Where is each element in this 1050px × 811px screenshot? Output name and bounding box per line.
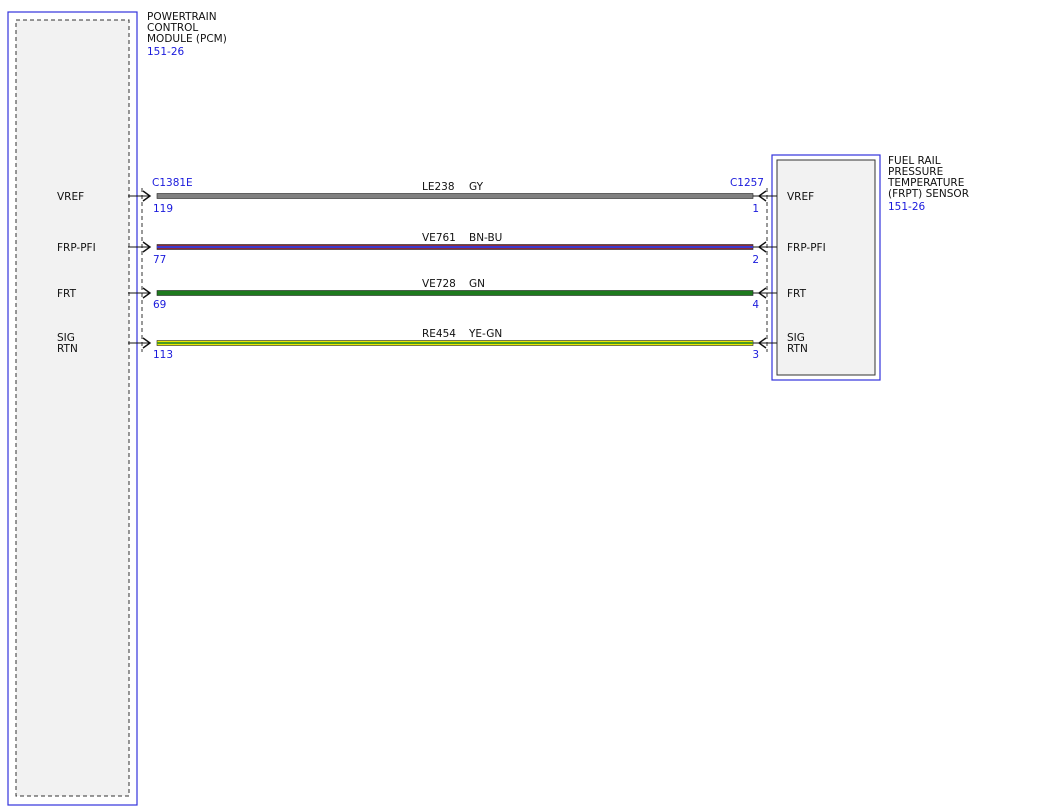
sensor-connector-id[interactable]: C1257 [730, 177, 764, 189]
pcm-pin-label-vref: VREF [57, 191, 84, 203]
pcm-pin-number: 113 [153, 349, 173, 361]
sensor-pin-label-frt: FRT [787, 288, 807, 300]
wire-color-code: GN [469, 278, 485, 290]
pcm-terminal-arrow-icon [142, 241, 152, 253]
pcm-terminal-arrow-icon [142, 287, 152, 299]
pcm-pin-label-rtn: RTN [57, 343, 78, 355]
wire-line[interactable] [156, 290, 754, 296]
wire-circuit-number: LE238 [422, 181, 455, 193]
sensor-pin-label-rtn: RTN [787, 343, 808, 355]
pcm-pin-label-frt: FRT [57, 288, 77, 300]
wire-4[interactable]: RE454 YE-GN 113 3 [128, 328, 777, 361]
sensor-terminal-arrow-icon [757, 241, 767, 253]
wire-color-code: GY [469, 181, 484, 193]
wire-circuit-number: VE761 [422, 232, 456, 244]
pcm-title-line-1: POWERTRAIN [147, 11, 217, 23]
wire-color-code: YE-GN [468, 328, 502, 340]
sensor-pin-number: 1 [752, 203, 759, 215]
sensor-title-line-1: FUEL RAIL [888, 155, 941, 167]
pcm-terminal-arrow-icon [142, 337, 152, 349]
sensor-pin-label-frp-pfi: FRP-PFI [787, 242, 826, 254]
sensor-pin-label-vref: VREF [787, 191, 814, 203]
pcm-module-body [15, 19, 130, 797]
sensor-reference-link[interactable]: 151-26 [888, 201, 926, 213]
sensor-terminal-arrow-icon [757, 287, 767, 299]
sensor-title-line-2: PRESSURE [888, 166, 943, 178]
pcm-title-line-2: CONTROL [147, 22, 198, 34]
sensor-pin-number: 4 [752, 299, 759, 311]
pcm-pin-number: 77 [153, 254, 166, 266]
sensor-pin-number: 3 [752, 349, 759, 361]
wire-1[interactable]: LE238 GY 119 1 [128, 181, 777, 215]
sensor-pin-number: 2 [752, 254, 759, 266]
sensor-module-body [776, 159, 876, 376]
pcm-connector-id[interactable]: C1381E [152, 177, 193, 189]
pcm-pin-label-sig: SIG [57, 332, 75, 344]
wire-3[interactable]: VE728 GN 69 4 [128, 278, 777, 311]
wire-stripe [157, 246, 753, 248]
pcm-pin-label-frp-pfi: FRP-PFI [57, 242, 96, 254]
sensor-title-line-3: TEMPERATURE [887, 177, 964, 189]
wire-2[interactable]: VE761 BN-BU 77 2 [128, 232, 777, 266]
pcm-terminal-arrow-icon [142, 190, 152, 202]
pcm-reference-link[interactable]: 151-26 [147, 46, 185, 58]
sensor-terminal-arrow-icon [757, 190, 767, 202]
wire-stripe [157, 342, 753, 344]
wire-line[interactable] [156, 193, 754, 199]
wire-color-code: BN-BU [469, 232, 502, 244]
wire-circuit-number: RE454 [422, 328, 456, 340]
pcm-pin-number: 119 [153, 203, 173, 215]
pcm-title-line-3: MODULE (PCM) [147, 33, 227, 45]
sensor-terminal-arrow-icon [757, 337, 767, 349]
sensor-title-line-4: (FRPT) SENSOR [888, 188, 969, 200]
sensor-pin-label-sig: SIG [787, 332, 805, 344]
pcm-pin-number: 69 [153, 299, 166, 311]
wire-circuit-number: VE728 [422, 278, 456, 290]
